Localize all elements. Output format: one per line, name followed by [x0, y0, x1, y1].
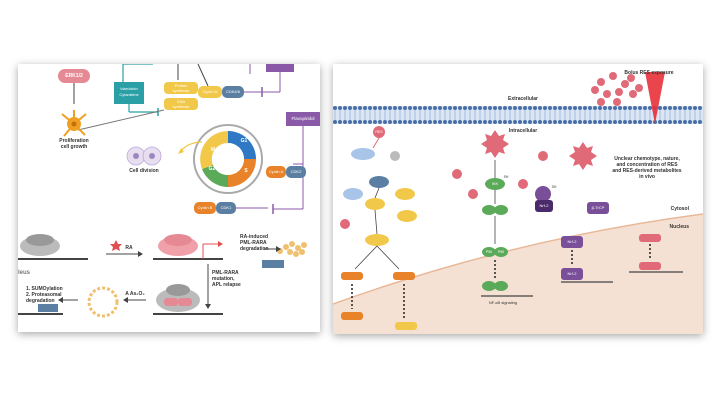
sumoylation-label: 1. SUMOylation 2. Proteasomal degradatio… — [26, 286, 63, 304]
idarubicin-label: Idarubicin Cytarabine — [119, 86, 139, 97]
keap1-node — [535, 186, 551, 202]
erk-label: ERK1/2 — [65, 73, 83, 79]
cdk2-node — [286, 166, 306, 178]
mapk-node — [395, 188, 415, 200]
right-diagram-canvas — [333, 72, 703, 334]
flavopiridol-box — [286, 112, 320, 126]
nrf-node — [365, 234, 389, 246]
res-exposure-funnel — [645, 72, 665, 124]
nucleus-label: leus — [18, 270, 31, 276]
res-extracellular-dots — [591, 72, 643, 106]
pml-complex-right — [158, 234, 198, 256]
cytosol-label: Cytosol — [670, 206, 689, 212]
cyclin-d-label: Cyclin D — [202, 89, 218, 94]
left-diagram-canvas — [18, 64, 320, 318]
nrf2-node-cyt — [535, 200, 553, 212]
cell-division-label: Cell division — [129, 168, 159, 174]
as2o3-label: A As₂O₃ — [125, 291, 145, 297]
left-panel-cell-cycle: ERK1/2 Idarubicin Cytarabine Protein syn… — [18, 64, 320, 332]
protein-synthesis-node — [164, 82, 198, 94]
cell-cycle-ring — [193, 124, 263, 194]
ra-induced-label: RA-induced PML-RARA degradation — [240, 234, 269, 252]
cyclin-a-label: Cyclin A — [268, 169, 284, 174]
res-label-1: RES — [375, 130, 383, 134]
degradation-dots — [277, 241, 307, 257]
purple-top-box — [266, 64, 294, 72]
nucleus-region — [333, 214, 703, 334]
unclear-chemotype-label: Unclear chemotype, nature, and concentra… — [612, 156, 682, 180]
nucleus-label-right: Nucleus — [669, 224, 689, 230]
nrf2-mid-label: Nrf-2 — [567, 239, 577, 244]
proliferation-label: Proliferation cell growth — [59, 138, 89, 150]
dna-stripe-right — [262, 260, 284, 268]
phase-m-label: M — [210, 147, 216, 153]
sumo-ring — [87, 286, 119, 318]
ikk-label: IKK — [491, 181, 499, 186]
dna-synthesis-node — [164, 98, 198, 110]
btrcp-node — [587, 202, 609, 214]
cdk46-label: CDK4/6 — [225, 89, 240, 94]
phase-s-label: S — [244, 168, 248, 174]
idarubicin-box — [114, 82, 144, 104]
nfkb-signaling-label: NF-κB signaling — [488, 300, 518, 305]
ra-star-icon — [110, 240, 122, 251]
p65-label: P65 — [497, 250, 505, 254]
p50-label: P50 — [485, 250, 493, 254]
bolus-label: Bolus RES exposure — [624, 70, 674, 76]
phase-g2-label: G2 — [208, 166, 216, 172]
ra-label: RA — [125, 245, 133, 251]
extracellular-label: Extracellular — [507, 96, 539, 102]
phase-g1-label: G1 — [240, 138, 248, 144]
nrf2-node-mid — [561, 236, 583, 248]
stress-burst-icon — [481, 130, 509, 158]
ikk-node — [485, 178, 505, 190]
protein-synthesis-label: Protein synthesis — [172, 83, 190, 93]
akt-node — [365, 198, 385, 210]
intracellular-label: Intracellular — [508, 128, 538, 134]
cyclin-b-label: Cyclin B — [197, 205, 213, 210]
pten-node — [343, 188, 363, 200]
pml-rara-complex-bottom — [156, 284, 200, 312]
dna-synthesis-label: DNA synthesis — [172, 99, 190, 109]
plc-node — [351, 148, 375, 160]
sh-label-1: SH — [503, 175, 509, 179]
dna-stripe-left — [38, 304, 58, 312]
p65-node — [494, 247, 508, 257]
cyclin-b-node — [194, 202, 216, 214]
erk-node-r — [397, 210, 417, 222]
cdk2-label: CDK2 — [290, 169, 302, 174]
cdk1-node — [216, 202, 236, 214]
pml-complex-left — [20, 234, 60, 256]
cyclin-a-node — [266, 166, 286, 178]
btrcp-label: β-TrCP — [591, 205, 605, 210]
cdk1-label: CDK1 — [220, 205, 232, 210]
nrf2-cyt-label: Nrf-2 — [539, 203, 549, 208]
nrf2-nuc-label: Nrf-2 — [567, 271, 577, 276]
flavopiridol-label: Flavopiridol — [291, 116, 315, 121]
sh-label-2: SH — [551, 185, 557, 189]
right-panel-res-signaling: Bolus RES exposure Extracellular Intrace… — [333, 64, 703, 334]
nrf2-node-nuc — [561, 268, 583, 280]
cell-division-icon — [126, 146, 162, 166]
pkc-node — [369, 176, 389, 188]
res-node-1 — [373, 126, 385, 138]
proliferation-cell-icon — [61, 110, 87, 137]
membrane-bilayer — [333, 106, 703, 124]
cdk46-node — [222, 86, 244, 98]
p50-node — [482, 247, 496, 257]
erk-node — [58, 69, 90, 83]
cyclin-d-node — [198, 86, 222, 98]
pml-rara-mutation-label: PML-RARA mutation, APL relapse — [212, 270, 241, 288]
